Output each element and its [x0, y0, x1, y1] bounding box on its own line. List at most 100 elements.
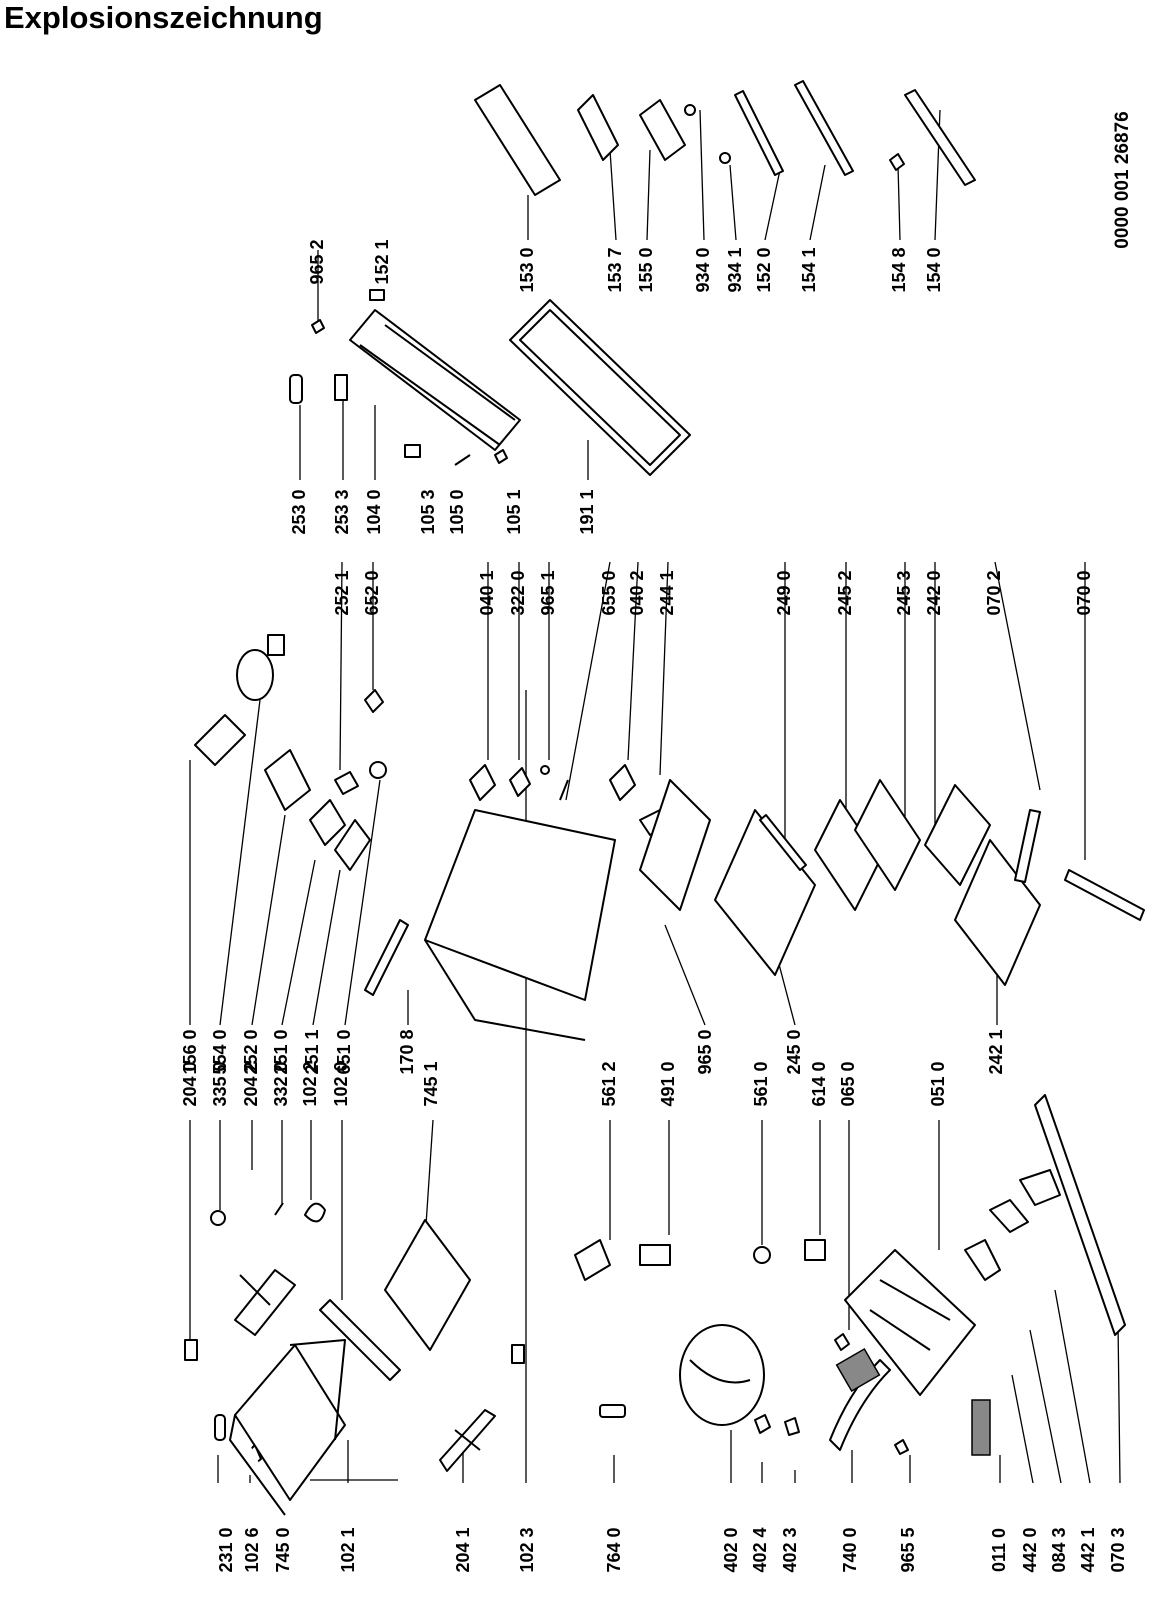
callout-242-1: 242 1: [986, 1029, 1006, 1074]
part-402-3: [784, 1417, 800, 1436]
callout-040-2: 040 2: [627, 570, 647, 615]
part-154-0: [904, 89, 976, 186]
part-242-1: [954, 839, 1041, 986]
callout-labels: 231 0 102 6 745 0 102 1 204 1 102 3 764 …: [180, 239, 1128, 1572]
callout-402-4: 402 4: [750, 1527, 770, 1572]
part-745-1: [384, 1219, 471, 1351]
callout-965-5: 965 5: [898, 1527, 918, 1572]
part-191-1: [509, 299, 691, 476]
callout-105-3: 105 3: [418, 489, 438, 534]
callout-070-3: 070 3: [1108, 1527, 1128, 1572]
callout-084-3: 084 3: [1049, 1527, 1069, 1572]
callout-154-0: 154 0: [924, 247, 944, 292]
part-102-3: [511, 1344, 525, 1364]
part-152-1: [369, 289, 385, 301]
part-242-0: [924, 784, 991, 886]
part-253-3: [334, 374, 348, 401]
callout-740-0: 740 0: [840, 1527, 860, 1572]
part-332-0: [274, 1202, 284, 1216]
part-105-1: [494, 449, 508, 464]
callout-249-0: 249 0: [774, 570, 794, 615]
part-322-0: [509, 767, 531, 797]
callout-491-0: 491 0: [658, 1061, 678, 1106]
part-442-1: [1019, 1169, 1061, 1206]
part-070-0: [1064, 869, 1145, 921]
part-051-0: [844, 1249, 976, 1396]
callout-965-1: 965 1: [538, 570, 558, 615]
part-335-0: [210, 1210, 226, 1226]
part-614-0: [804, 1239, 826, 1261]
callout-104-0: 104 0: [364, 489, 384, 534]
callout-252-1: 252 1: [332, 570, 352, 615]
part-740-0: [829, 1359, 891, 1451]
part-934-0: [684, 104, 696, 116]
page-title: Explosionszeichnung: [4, 0, 323, 35]
part-245-3: [854, 779, 921, 891]
callout-105-0: 105 0: [447, 489, 467, 534]
part-251-1: [334, 819, 371, 871]
part-152-0: [734, 90, 784, 176]
callout-442-0: 442 0: [1020, 1527, 1040, 1572]
part-491-0: [639, 1244, 671, 1266]
callout-011-0: 011 0: [989, 1528, 1009, 1572]
callout-745-0: 745 0: [273, 1527, 293, 1572]
callout-253-0: 253 0: [289, 489, 309, 534]
callout-152-0: 152 0: [754, 247, 774, 292]
part-105-0: [454, 454, 471, 466]
callout-965-2: 965 2: [307, 239, 327, 284]
callout-105-1: 105 1: [504, 489, 524, 534]
callout-655-0: 655 0: [599, 570, 619, 615]
part-554-0: [236, 649, 274, 701]
part-655-0: [559, 779, 569, 801]
callout-154-1: 154 1: [799, 247, 819, 292]
part-154-8: [889, 153, 905, 171]
callout-402-0: 402 0: [721, 1527, 741, 1572]
part-156-0: [194, 714, 246, 766]
part-231-0: [214, 1414, 226, 1441]
callout-245-3: 245 3: [894, 570, 914, 615]
callout-102-0: 102 0: [331, 1061, 351, 1106]
part-070-2: [1014, 809, 1041, 883]
part-652-0: [364, 689, 384, 713]
callout-253-3: 253 3: [332, 489, 352, 534]
callout-102-3: 102 3: [517, 1527, 537, 1572]
part-252-0: [264, 749, 311, 811]
callout-191-1: 191 1: [577, 489, 597, 534]
callout-153-7: 153 7: [605, 247, 625, 292]
part-102-2: [304, 1202, 326, 1223]
callout-051-0: 051 0: [928, 1061, 948, 1106]
callout-561-0: 561 0: [751, 1061, 771, 1106]
callout-561-2: 561 2: [599, 1061, 619, 1106]
callout-244-1: 244 1: [657, 570, 677, 615]
part-084-3: [989, 1199, 1029, 1233]
part-745-0: [229, 1344, 346, 1516]
callout-070-0: 070 0: [1074, 570, 1094, 615]
callout-332-0: 332 0: [271, 1061, 291, 1106]
callout-231-0: 231 0: [216, 1527, 236, 1572]
part-442-0: [964, 1239, 1001, 1281]
part-154-1: [794, 80, 854, 176]
part-153-7: [577, 94, 619, 161]
part-253-0: [289, 374, 303, 404]
part-561-2: [574, 1239, 611, 1281]
callout-155-0: 155 0: [636, 247, 656, 292]
part-764-0: [599, 1404, 626, 1418]
callout-242-0: 242 0: [924, 570, 944, 615]
part-965-2: [311, 319, 325, 334]
part-561-0: [753, 1246, 771, 1264]
part-040-2: [609, 764, 636, 801]
callout-070-2: 070 2: [984, 570, 1004, 615]
callout-965-0: 965 0: [695, 1029, 715, 1074]
callout-152-1: 152 1: [372, 239, 392, 284]
part-065-0: [834, 1333, 850, 1351]
callout-322-0: 322 0: [508, 570, 528, 615]
callout-245-0: 245 0: [784, 1029, 804, 1074]
part-204-1: [439, 1409, 496, 1472]
document-number: 0000 001 26876: [1112, 111, 1133, 248]
callout-745-1: 745 1: [421, 1061, 441, 1106]
part-245-0: [714, 809, 816, 976]
part-204-0: [184, 1339, 198, 1361]
part-252-1: [334, 771, 359, 795]
callout-204-0: 204 0: [180, 1061, 200, 1106]
